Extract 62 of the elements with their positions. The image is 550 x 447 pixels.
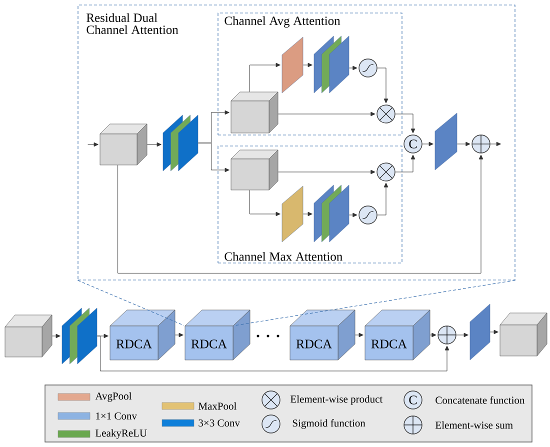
cube — [230, 150, 278, 190]
rdca-block: RDCA — [110, 310, 176, 360]
arrow — [377, 182, 388, 216]
feature-map — [282, 36, 304, 94]
arrow — [146, 142, 162, 147]
arrow — [456, 332, 468, 338]
arrow — [490, 142, 501, 146]
legend-label: Sigmoid function — [292, 419, 366, 429]
cube — [230, 92, 278, 134]
arrow — [278, 112, 376, 116]
dashed-frame: Channel Max Attention — [218, 146, 402, 264]
rdca-block: RDCA — [184, 310, 250, 360]
legend-label: Element-wise sum — [436, 421, 513, 429]
sigmoid-symbol — [358, 58, 378, 78]
arrow — [348, 212, 358, 218]
legend-label: Concatenate function — [436, 396, 525, 404]
arrow — [354, 332, 364, 338]
arrow — [430, 332, 436, 338]
arrow — [456, 142, 470, 146]
arrow — [395, 154, 416, 172]
legend-label: AvgPool — [95, 392, 132, 402]
add-symbol — [472, 134, 490, 154]
arrow — [198, 142, 230, 172]
legend-label: Element-wise product — [290, 395, 383, 405]
arrow — [250, 190, 280, 216]
legend-label: MaxPool — [198, 402, 236, 410]
legend-label: LeakyReLU — [96, 429, 147, 439]
rdca-block: RDCA — [364, 310, 430, 360]
feature-map — [470, 304, 490, 360]
arrow — [490, 330, 498, 334]
arrow — [278, 170, 376, 174]
legend-label: 3×3 Conv — [198, 419, 240, 427]
layer-stack — [314, 184, 350, 242]
legend-label: 1×1 Conv — [96, 412, 137, 420]
arrow — [377, 68, 388, 104]
zoom-line — [234, 280, 516, 326]
cube — [500, 312, 548, 356]
cube — [4, 314, 52, 358]
arrow — [250, 62, 280, 92]
multiply-symbol — [376, 104, 396, 124]
arrow — [302, 212, 312, 216]
add-symbol — [438, 326, 456, 344]
multiply-symbol — [376, 162, 396, 182]
arrow — [174, 332, 184, 338]
rdca-block: RDCA — [290, 310, 356, 360]
dashed-frame: Channel Avg Attention — [218, 12, 402, 136]
arrow — [348, 66, 358, 70]
feature-map — [434, 112, 458, 170]
arrow — [88, 142, 98, 147]
zoom-line — [77, 280, 184, 326]
arrow — [422, 142, 434, 146]
layer-stack — [162, 114, 198, 172]
arrow — [96, 336, 450, 372]
arrow — [52, 334, 60, 338]
arrow — [302, 62, 312, 68]
layer-stack — [314, 36, 350, 94]
arrow — [395, 114, 416, 134]
sigmoid-symbol — [358, 206, 378, 224]
cube — [100, 124, 148, 166]
layer-stack — [62, 308, 98, 364]
feature-map — [282, 186, 304, 242]
arrow — [118, 154, 484, 274]
